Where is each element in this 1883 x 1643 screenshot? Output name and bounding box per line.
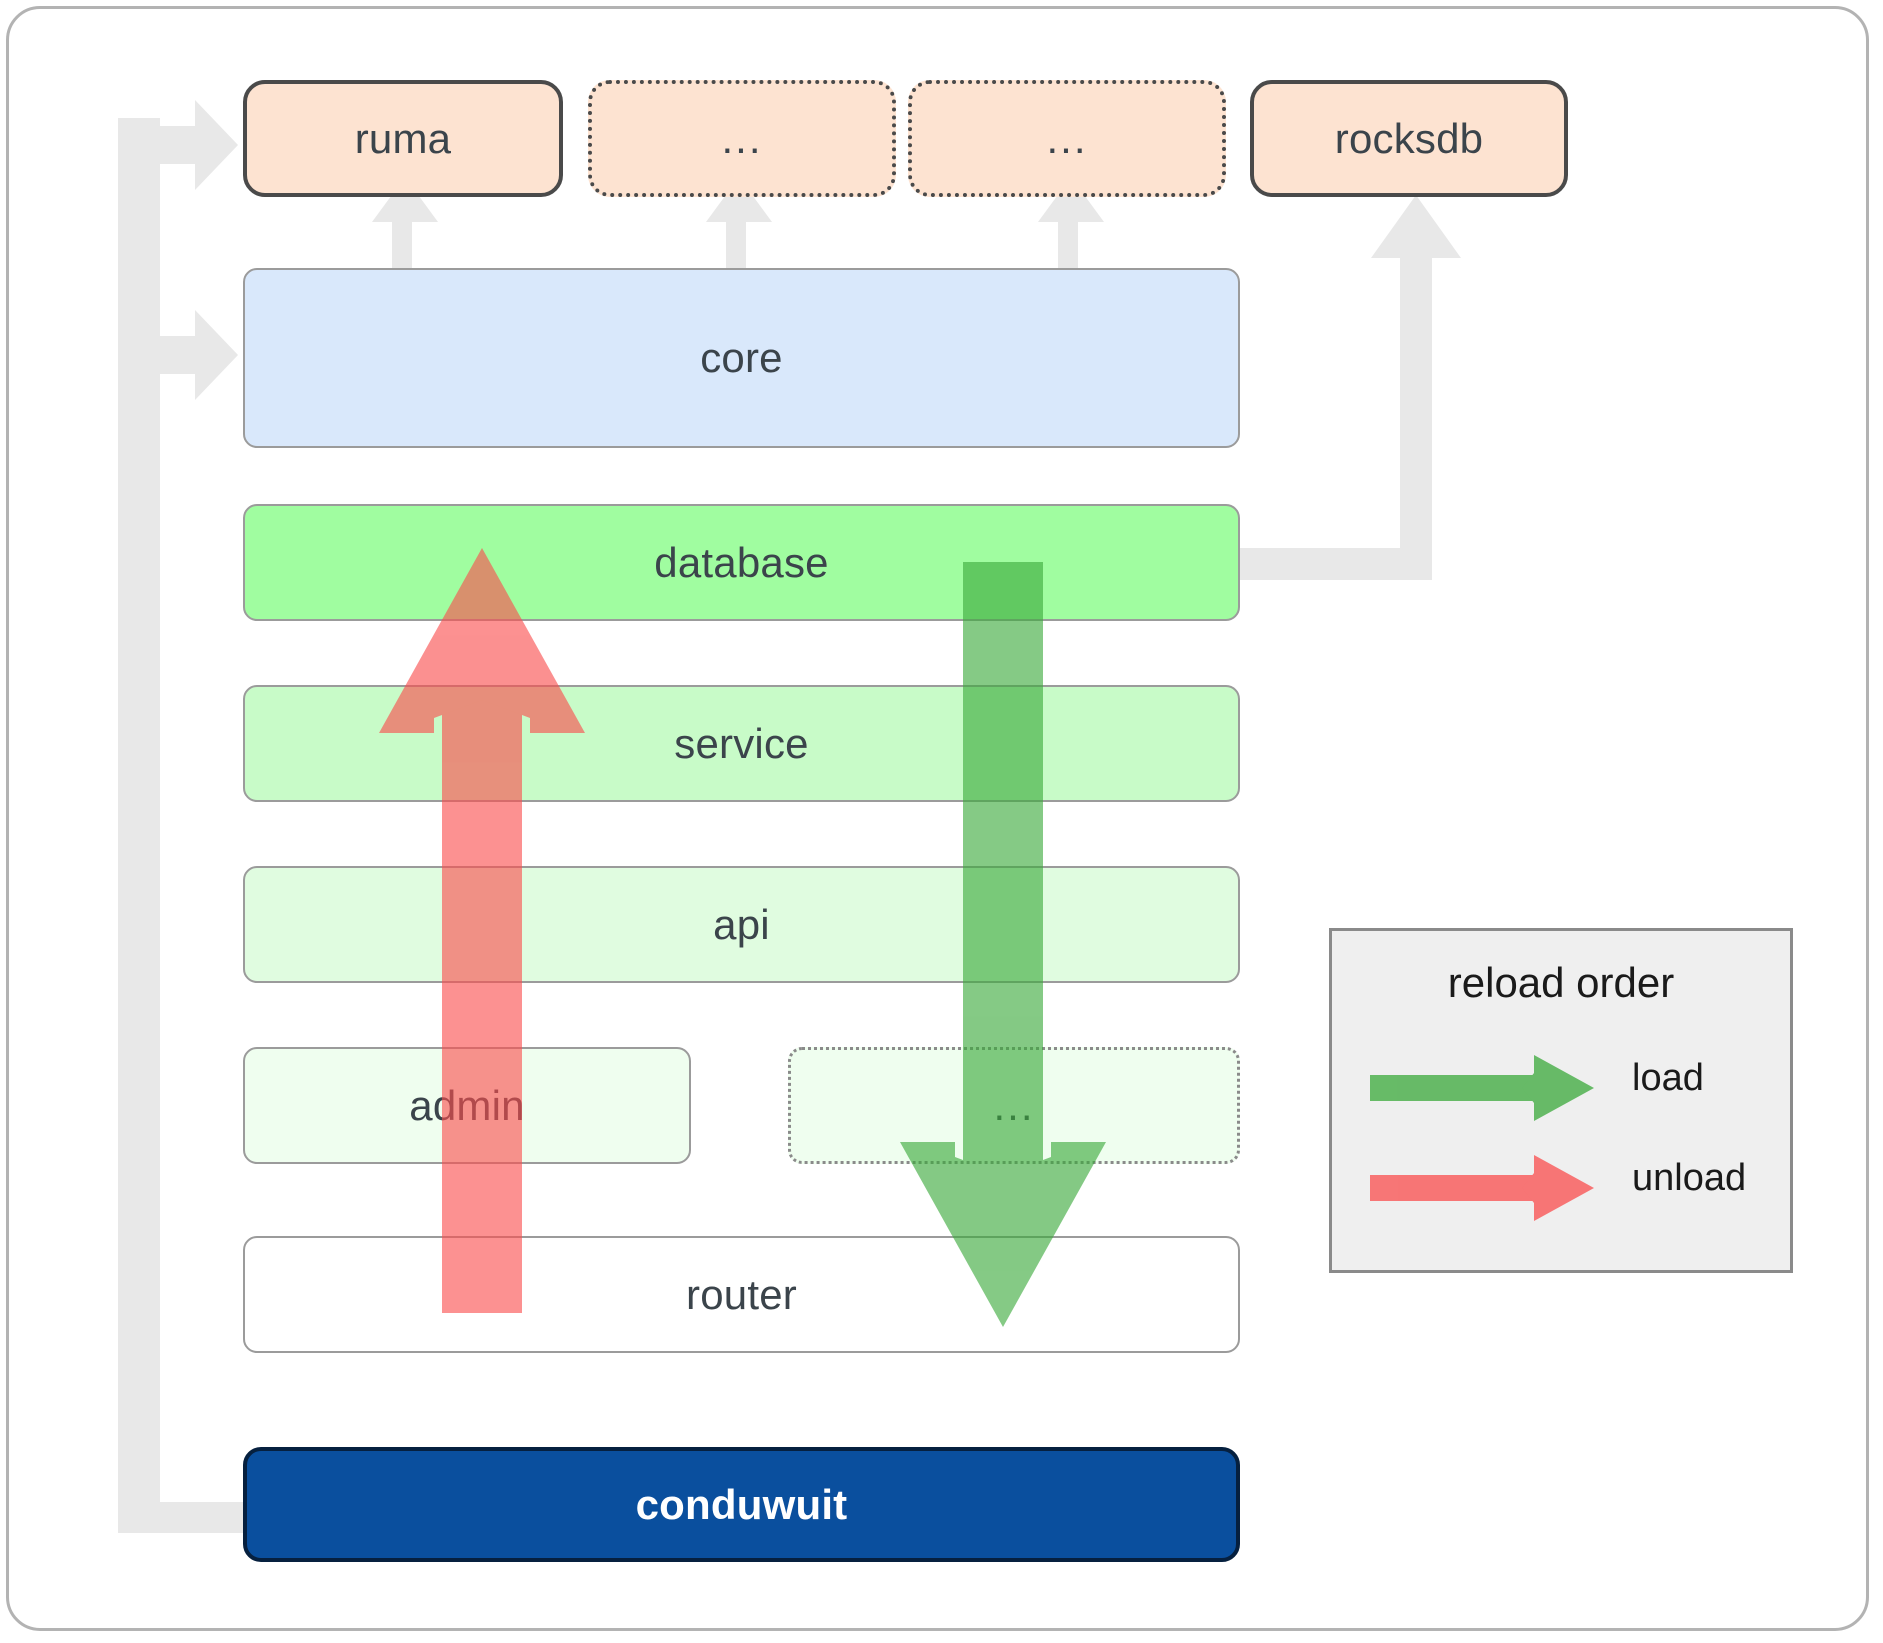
layer-label-ellipsis: ... [993,1081,1035,1129]
legend-row-unload: unload [1332,1143,1790,1233]
dep-label-ellipsis-2: ... [1046,114,1088,162]
legend-label-unload: unload [1632,1157,1747,1199]
legend-label-load: load [1632,1057,1704,1099]
dep-box-ruma[interactable]: ruma [243,80,563,197]
layer-label-api: api [713,900,770,948]
legend-load-arrow-icon [1370,1055,1594,1121]
dep-box-rocksdb[interactable]: rocksdb [1250,80,1568,197]
app-box-conduwuit[interactable]: conduwuit [243,1447,1240,1562]
layer-label-core: core [700,334,783,381]
dep-label-ruma: ruma [354,114,452,162]
layer-box-database[interactable]: database [243,504,1240,621]
layer-box-admin[interactable]: admin [243,1047,691,1164]
dep-label-rocksdb: rocksdb [1334,114,1484,162]
layer-box-core[interactable]: core [243,268,1240,448]
legend-unload-arrow-icon [1370,1155,1594,1221]
layer-box-router[interactable]: router [243,1236,1240,1353]
app-label-conduwuit: conduwuit [635,1480,848,1528]
layer-label-router: router [686,1270,797,1318]
dep-box-ellipsis-2[interactable]: ... [908,80,1226,197]
layer-box-api[interactable]: api [243,866,1240,983]
legend-row-load: load [1332,1043,1790,1133]
layer-box-ellipsis[interactable]: ... [788,1047,1240,1164]
dep-label-ellipsis-1: ... [721,114,763,162]
dep-box-ellipsis-1[interactable]: ... [588,80,896,197]
legend-title: reload order [1447,959,1675,1006]
layer-box-service[interactable]: service [243,685,1240,802]
layer-label-database: database [654,538,829,586]
legend-panel: reload order load unload [1329,928,1793,1273]
layer-label-service: service [674,719,809,767]
layer-label-admin: admin [409,1081,525,1129]
